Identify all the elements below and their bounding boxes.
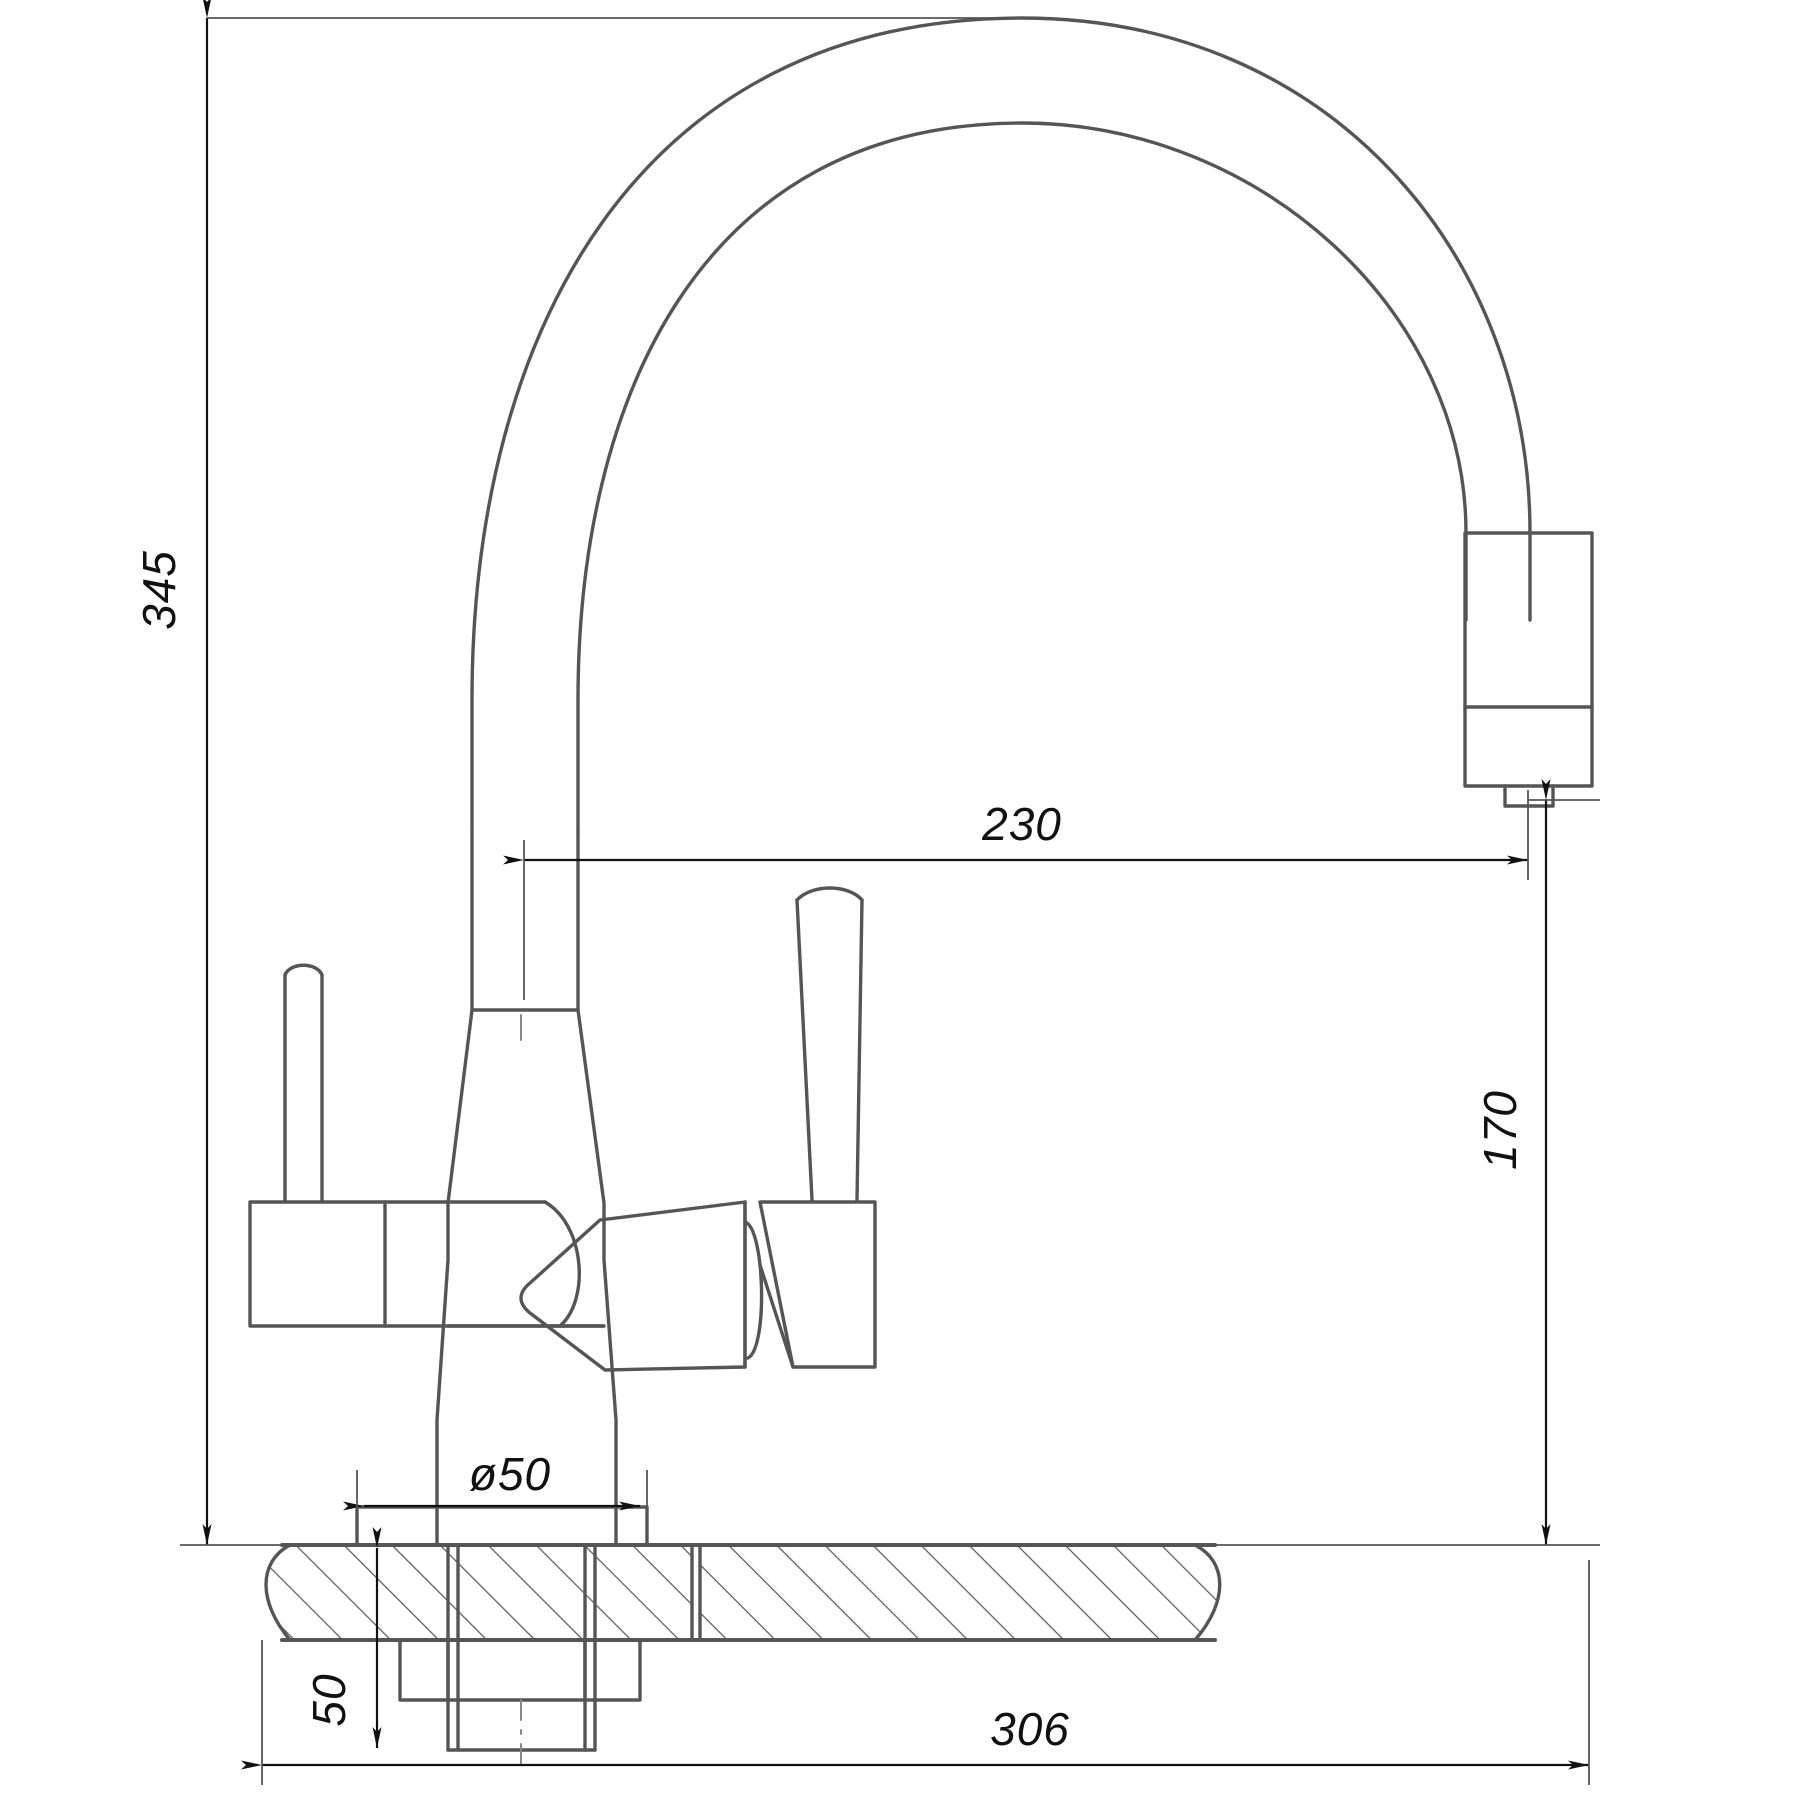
countertop-left-section [266,1545,692,1640]
dim-label-50: 50 [303,1673,355,1726]
column-body-taper [435,1008,474,1547]
left-handle-bulge [543,1200,581,1328]
dimension-345 [180,0,1022,1546]
spout-aerator-housing [1463,531,1594,788]
column-body-taper-right [576,1008,618,1547]
dim-label-170: 170 [1474,1090,1526,1170]
aerator-tip [1503,784,1555,808]
right-handle-lever-right [855,898,864,1202]
left-handle-body [248,1200,605,1328]
dim-label-d50: ø50 [469,1448,551,1500]
right-handle-block [758,1200,877,1369]
left-handle-stem [283,973,324,1204]
dimension-306 [241,1560,1590,1785]
right-handle-lever-left [795,898,814,1202]
right-handle-lever-cap [795,886,864,902]
dim-label-345: 345 [133,550,185,630]
right-handle-bullet-body [519,1200,747,1372]
dimension-170 [1215,779,1600,1546]
spout-outer-arc [470,16,1532,834]
dimension-layer [180,0,1600,1785]
dimension-text-layer: 345 230 170 ø50 50 306 [133,550,1526,1755]
dim-label-306: 306 [990,1703,1070,1755]
right-handle-bullet-collar [743,1220,764,1360]
left-handle-cap [283,963,324,977]
dimension-d50 [343,1470,648,1520]
spout-inner-arc [576,121,1468,834]
faucet-geometry [248,16,1594,1764]
countertop-right-section [700,1545,1220,1640]
mounting-nut-block [398,1638,642,1702]
column-upper-collar [470,830,580,1012]
dimension-230 [503,790,1529,1000]
right-handle-block-inner [758,1263,795,1369]
dim-label-230: 230 [981,798,1062,850]
base-flange [355,1505,649,1547]
